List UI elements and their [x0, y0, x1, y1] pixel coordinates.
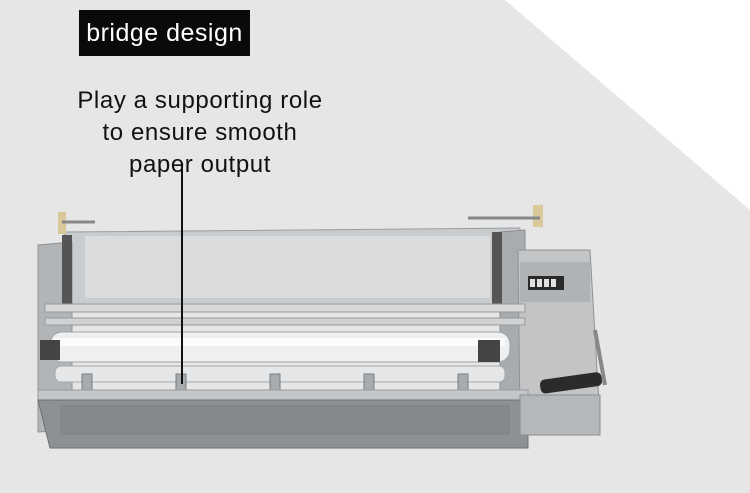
description-line-1: Play a supporting role	[77, 87, 323, 114]
feature-title-label: bridge design	[86, 18, 243, 47]
description-line-3: paper output	[129, 151, 271, 178]
feature-description: Play a supporting role to ensure smooth …	[40, 85, 360, 181]
callout-pointer-line	[181, 166, 183, 384]
feature-title-badge: bridge design	[79, 10, 250, 56]
description-line-2: to ensure smooth	[102, 119, 298, 146]
